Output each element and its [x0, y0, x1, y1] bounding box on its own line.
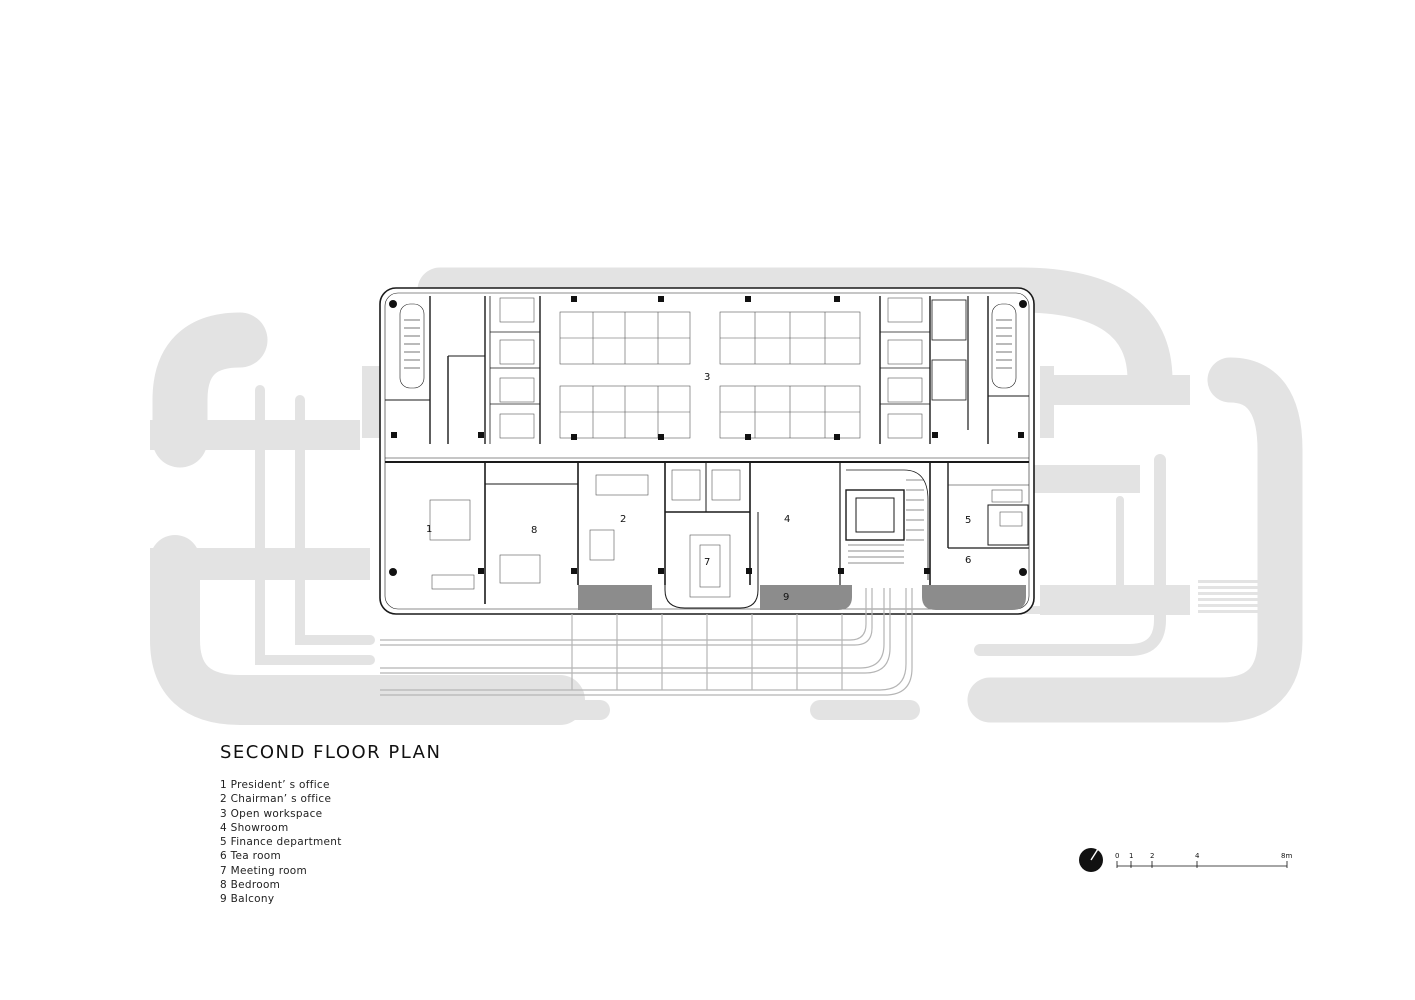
room-labels: 1 2 3 4 5 6 7 8 9: [426, 372, 971, 603]
legend-item: 8 Bedroom: [220, 879, 281, 892]
plan-title: SECOND FLOOR PLAN: [220, 742, 442, 763]
room-label-8: 8: [531, 525, 537, 536]
scale-tick-1: 1: [1129, 852, 1133, 860]
room-label-5: 5: [965, 515, 971, 526]
room-label-2: 2: [620, 514, 626, 525]
room-label-3: 3: [704, 372, 710, 383]
walkway-lines: [380, 588, 913, 696]
legend-item: 2 Chairman’ s office: [220, 793, 332, 806]
legend-item: 5 Finance department: [220, 836, 342, 849]
crosswalk: [1198, 580, 1293, 613]
scale-bar: 0 1 2 4 8m: [1115, 852, 1292, 868]
legend-item: 9 Balcony: [220, 893, 275, 906]
scale-tick-4: 4: [1195, 852, 1200, 860]
scale-tick-2: 2: [1150, 852, 1154, 860]
legend-item: 1 President’ s office: [220, 779, 330, 791]
scale-tick-8m: 8m: [1281, 852, 1292, 860]
room-label-6: 6: [965, 555, 971, 566]
balcony-areas: [578, 585, 1026, 610]
room-label-1: 1: [426, 524, 432, 535]
legend-item: 7 Meeting room: [220, 864, 308, 877]
background-loop-graphic: [150, 267, 1303, 725]
north-arrow-icon: [1079, 848, 1103, 872]
legend-item: 4 Showroom: [220, 821, 289, 834]
room-label-4: 4: [784, 514, 790, 525]
room-label-7: 7: [704, 557, 710, 568]
legend-item: 6 Tea room: [220, 850, 282, 863]
stairs: [399, 303, 1017, 564]
workstation-grid: [429, 297, 1023, 598]
room-label-9: 9: [783, 592, 789, 603]
interior-walls: [385, 296, 1029, 609]
legend-item: 3 Open workspace: [220, 807, 323, 820]
room-legend: 1 President’ s office 2 Chairman’ s offi…: [220, 778, 342, 907]
background-solid-shapes: [150, 268, 1190, 720]
structural-columns: [389, 296, 1027, 576]
scale-tick-0: 0: [1115, 852, 1119, 860]
